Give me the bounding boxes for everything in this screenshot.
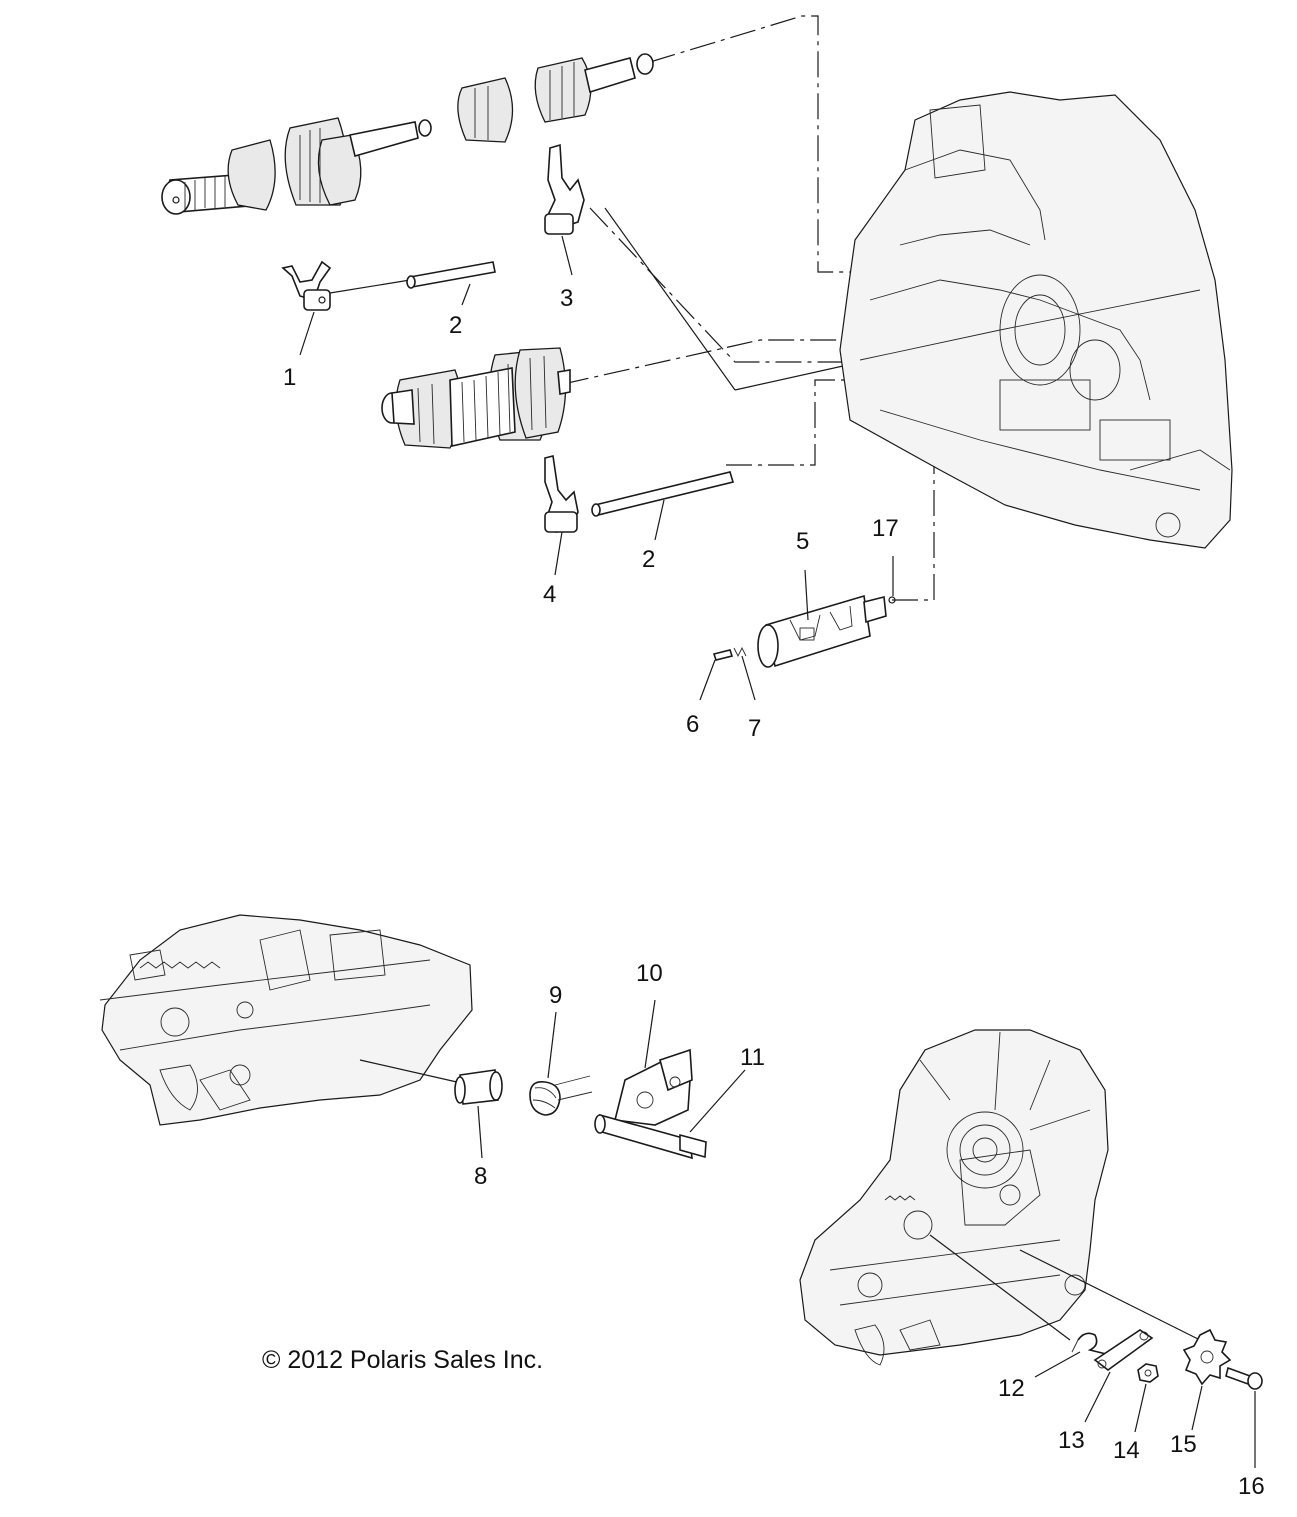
upper-shaft-assembly bbox=[161, 53, 654, 215]
callout-8: 8 bbox=[474, 1163, 487, 1190]
hex-nut bbox=[1137, 1363, 1159, 1383]
callout-7: 7 bbox=[748, 715, 761, 742]
shift-shaft-assembly bbox=[594, 1048, 707, 1160]
shift-fork-1 bbox=[281, 260, 332, 311]
detent-arm bbox=[1093, 1329, 1154, 1371]
callout-15: 15 bbox=[1170, 1431, 1197, 1458]
callout-2a: 2 bbox=[449, 312, 462, 339]
engine-case-lower-right bbox=[799, 1029, 1109, 1366]
callout-16: 16 bbox=[1238, 1473, 1265, 1500]
crankcase-half bbox=[839, 91, 1233, 549]
callout-6: 6 bbox=[686, 711, 699, 738]
copyright-notice: © 2012 Polaris Sales Inc. bbox=[262, 1346, 543, 1374]
callout-5: 5 bbox=[796, 528, 809, 555]
callout-2b: 2 bbox=[642, 546, 655, 573]
shift-fork-3 bbox=[544, 143, 585, 235]
callout-leaders-bottom-right bbox=[1034, 1351, 1256, 1468]
callout-3: 3 bbox=[560, 285, 573, 312]
callout-14: 14 bbox=[1113, 1437, 1140, 1464]
shift-rail-lower bbox=[591, 471, 735, 517]
callout-12: 12 bbox=[998, 1375, 1025, 1402]
callout-17: 17 bbox=[872, 515, 899, 542]
callout-9: 9 bbox=[549, 982, 562, 1009]
bolt bbox=[1225, 1366, 1263, 1390]
shift-drum bbox=[757, 594, 896, 668]
shift-shaft-axis-line bbox=[359, 1059, 471, 1086]
callout-leaders-top bbox=[299, 235, 894, 701]
detent-spring bbox=[1071, 1332, 1111, 1356]
callout-leaders-bottom-left bbox=[477, 999, 746, 1159]
shift-rail-upper bbox=[406, 261, 496, 289]
star-cam-plate bbox=[1182, 1328, 1232, 1386]
callout-4: 4 bbox=[543, 581, 556, 608]
shift-fork-4 bbox=[544, 455, 579, 533]
bottom-right-axis-lines bbox=[929, 1234, 1201, 1341]
bushing bbox=[454, 1069, 503, 1105]
callout-11: 11 bbox=[740, 1044, 765, 1071]
callout-13: 13 bbox=[1058, 1427, 1085, 1454]
callout-10: 10 bbox=[636, 960, 663, 987]
middle-shaft-assembly bbox=[381, 347, 571, 449]
engine-case-lower-left bbox=[99, 914, 473, 1126]
detent-pin-and-spring bbox=[712, 646, 747, 661]
callout-1: 1 bbox=[283, 364, 296, 391]
shift-spring bbox=[529, 1075, 593, 1116]
